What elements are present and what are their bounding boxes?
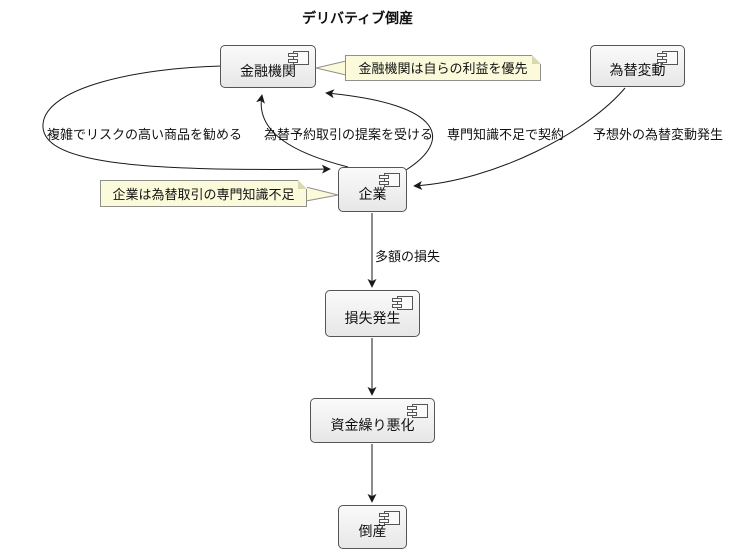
node-bankruptcy: 倒産: [338, 505, 407, 549]
node-company: 企業: [338, 167, 407, 212]
node-loss-occurrence: 損失発生: [325, 290, 420, 337]
note-financial: 金融機関は自らの利益を優先: [345, 55, 541, 81]
edge-label-unexpected: 予想外の為替変動発生: [593, 128, 724, 143]
edge-recommend-arrow: [42, 65, 331, 174]
node-label: 資金繰り悪化: [330, 417, 415, 434]
component-icon: [379, 173, 400, 187]
node-exchange-fluctuation: 為替変動: [590, 45, 685, 87]
node-label: 為替変動: [609, 63, 666, 79]
edge-label-large-loss: 多額の損失: [375, 250, 441, 265]
note-fold-icon: [298, 180, 307, 189]
node-label: 損失発生: [344, 310, 401, 327]
edge-proposal-arrow: [256, 94, 349, 168]
edge-label-contract: 専門知識不足で契約: [447, 128, 565, 143]
edge-unexpected-arrow: [413, 87, 626, 190]
edge-contract-arrow: [325, 89, 433, 171]
note-fold-icon: [532, 55, 541, 64]
component-icon: [392, 296, 413, 310]
component-icon: [288, 51, 309, 65]
note-text: 金融機関は自らの利益を優先: [358, 62, 528, 77]
note-company-pointer: [305, 186, 339, 202]
node-label: 企業: [358, 186, 387, 203]
note-financial-pointer: [315, 60, 347, 76]
edge-label-proposal: 為替予約取引の提案を受ける: [264, 128, 434, 143]
node-label: 金融機関: [240, 63, 296, 80]
edge-label-recommend: 複雑でリスクの高い商品を勧める: [47, 128, 243, 143]
component-icon: [407, 404, 428, 418]
note-text: 企業は為替取引の専門知識不足: [112, 188, 295, 203]
node-label: 倒産: [358, 524, 387, 540]
component-icon: [657, 51, 678, 65]
note-company: 企業は為替取引の専門知識不足: [100, 180, 307, 207]
diagram-title: デリバティブ倒産: [302, 11, 414, 27]
node-financial-institution: 金融機関: [220, 45, 316, 88]
node-cashflow-deterioration: 資金繰り悪化: [310, 398, 435, 443]
component-icon: [379, 511, 400, 525]
